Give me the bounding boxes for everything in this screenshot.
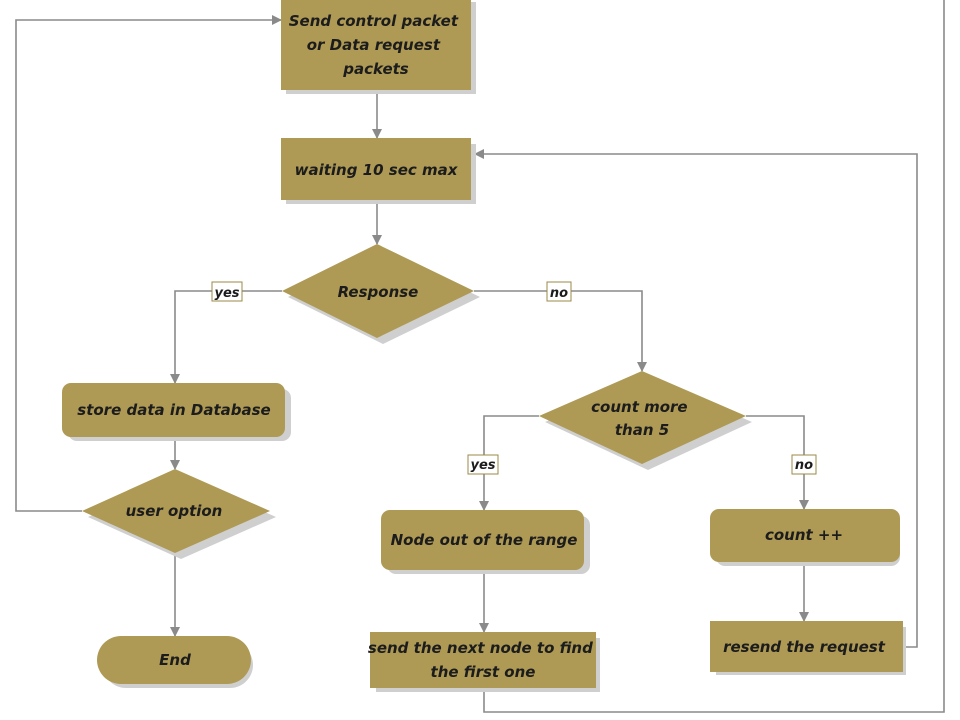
node-store-data-shape xyxy=(62,383,285,437)
node-end: End xyxy=(97,636,253,688)
edge-label-count-no: no xyxy=(791,454,817,475)
node-send-packet: Send control packet or Data request pack… xyxy=(281,0,476,94)
node-count-increment-text: count ++ xyxy=(765,526,843,544)
edge-count-no-to-count-inc xyxy=(746,415,809,510)
node-resend: resend the request xyxy=(710,621,906,675)
node-store-data: store data in Database xyxy=(62,383,291,441)
edge-count-yes-to-node-out xyxy=(479,415,539,511)
node-out-of-range-shape xyxy=(381,510,584,570)
node-user-option-text: user option xyxy=(126,502,223,520)
node-send-packet-text: Send control packet or Data request pack… xyxy=(289,12,464,78)
node-store-data-text: store data in Database xyxy=(77,401,270,419)
node-response-shape xyxy=(282,244,474,338)
edge-label-response-yes-text: yes xyxy=(214,286,239,301)
node-resend-shape xyxy=(710,621,903,672)
node-response-text: Response xyxy=(338,283,419,301)
node-resend-text: resend the request xyxy=(723,638,886,656)
node-waiting-text: waiting 10 sec max xyxy=(295,161,459,179)
edge-resend-loop-to-waiting xyxy=(474,149,918,648)
node-send-next-text: send the next node to find the first one xyxy=(368,639,598,681)
edge-response-no-to-count-check xyxy=(474,290,647,372)
node-waiting-shape xyxy=(281,138,471,200)
node-user-option-shape xyxy=(82,469,270,553)
node-end-shape xyxy=(97,636,251,684)
edge-label-count-yes-text: yes xyxy=(470,458,495,473)
edge-label-response-no: no xyxy=(546,281,572,302)
node-send-next-shape xyxy=(370,632,596,688)
node-count-check-shape xyxy=(539,371,746,464)
node-count-check: count more than 5 xyxy=(539,371,752,470)
edge-label-count-yes: yes xyxy=(467,454,499,475)
node-user-option: user option xyxy=(82,469,276,559)
edge-send-next-loop-to-send xyxy=(483,0,945,713)
node-count-check-text: count more than 5 xyxy=(591,398,693,439)
node-end-text: End xyxy=(159,651,191,669)
edge-label-response-yes: yes xyxy=(211,281,243,302)
edge-user-option-loop-to-send xyxy=(15,15,282,512)
node-response: Response xyxy=(282,244,480,344)
node-send-packet-shape xyxy=(281,0,471,90)
node-count-increment-shape xyxy=(710,509,900,562)
node-count-increment: count ++ xyxy=(710,509,900,566)
node-out-of-range: Node out of the range xyxy=(381,510,590,574)
edge-label-response-no-text: no xyxy=(550,286,568,301)
node-send-next: send the next node to find the first one xyxy=(368,632,600,692)
node-out-of-range-text: Node out of the range xyxy=(391,531,578,549)
node-waiting: waiting 10 sec max xyxy=(281,138,476,204)
edge-response-yes-to-store xyxy=(170,290,282,384)
edge-label-count-no-text: no xyxy=(795,458,813,473)
